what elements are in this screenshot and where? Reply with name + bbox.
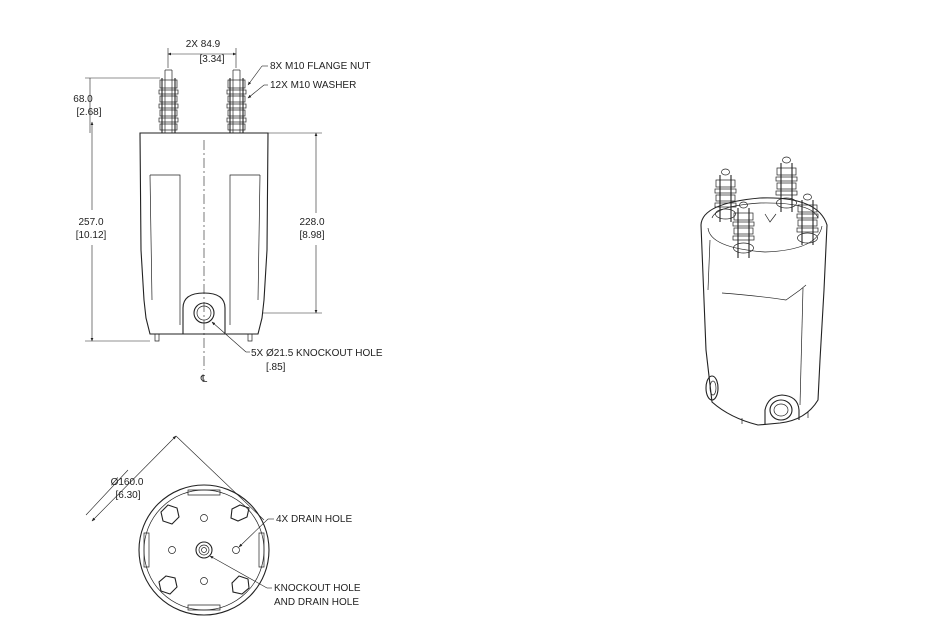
iso-side-knockout-outer bbox=[705, 375, 719, 401]
iso-front-knockout-outer bbox=[769, 399, 793, 421]
iso-body-outline bbox=[700, 197, 828, 426]
rim-tab-left bbox=[143, 532, 150, 568]
iso-top-rim bbox=[707, 225, 823, 253]
knockout-drain-line1: KNOCKOUT HOLE bbox=[274, 583, 361, 594]
bottom-view: Ø160.0 [6.30] 4X DRAIN HOLE KNOCKOUT HOL… bbox=[85, 435, 361, 616]
center-knockout-mid bbox=[198, 544, 210, 556]
center-knockout-inner bbox=[201, 547, 207, 553]
drain-callout: 4X DRAIN HOLE bbox=[238, 514, 352, 548]
drain-hole-bottom bbox=[200, 577, 208, 585]
iso-base-feet bbox=[741, 412, 809, 424]
iso-body-seam-left bbox=[707, 239, 711, 291]
nut-callout: 8X M10 FLANGE NUT bbox=[270, 61, 371, 72]
knockout-callout: 5X Ø21.5 KNOCKOUT HOLE [.85] bbox=[211, 321, 383, 373]
overall-height-text: 257.0 bbox=[78, 217, 103, 228]
hex-nut-bottom-right bbox=[231, 575, 250, 595]
housing-body-outline bbox=[139, 132, 269, 335]
knockout-drain-line2: AND DRAIN HOLE bbox=[274, 597, 359, 608]
hex-nut-bottom-left bbox=[158, 575, 178, 595]
centerline-symbol: ℄ bbox=[200, 374, 208, 385]
washer-callout: 12X M10 WASHER bbox=[270, 80, 356, 91]
iso-stud-front bbox=[732, 201, 755, 258]
knockout-drain-callout: KNOCKOUT HOLE AND DRAIN HOLE bbox=[209, 555, 361, 608]
overall-height-dimension: 257.0 [10.12] bbox=[76, 121, 150, 342]
body-height-inch: [8.98] bbox=[299, 230, 324, 241]
stud-height-text: 68.0 bbox=[73, 94, 93, 105]
base-inner-circle bbox=[143, 489, 265, 611]
spacing-dim-text: 2X 84.9 bbox=[186, 39, 221, 50]
hex-nut-top-right bbox=[230, 504, 250, 522]
drain-hole-left bbox=[168, 546, 176, 554]
nut-washer-callouts: 8X M10 FLANGE NUT 12X M10 WASHER bbox=[247, 61, 371, 99]
left-stud bbox=[158, 69, 179, 133]
front-view: ℄ 2X 84.9 [3.34] 8X M10 FLANGE NUT 12X M… bbox=[73, 39, 383, 385]
iso-side-knockout-inner bbox=[709, 380, 717, 396]
right-stud bbox=[226, 69, 247, 133]
housing-left-recess bbox=[149, 174, 181, 325]
iso-top-face bbox=[711, 202, 819, 219]
drain-hole-right bbox=[232, 546, 240, 554]
spacing-dimension: 2X 84.9 [3.34] bbox=[167, 39, 237, 68]
drain-callout-text: 4X DRAIN HOLE bbox=[276, 514, 352, 525]
housing-bottom-feet bbox=[154, 334, 253, 342]
spacing-dim-inch: [3.34] bbox=[199, 54, 224, 65]
stud-height-dimension: 68.0 [2.68] bbox=[73, 77, 160, 133]
center-knockout-outer bbox=[195, 541, 213, 559]
rim-tab-top bbox=[187, 489, 221, 496]
isometric-view bbox=[700, 156, 828, 426]
drain-hole-top bbox=[200, 514, 208, 522]
hex-nut-top-left bbox=[160, 504, 180, 525]
iso-body-seam bbox=[799, 287, 804, 406]
diameter-text: Ø160.0 bbox=[111, 477, 144, 488]
iso-top-slot bbox=[764, 213, 777, 223]
iso-stud-right bbox=[796, 193, 819, 245]
knockout-callout-inch: [.85] bbox=[266, 362, 286, 373]
body-height-text: 228.0 bbox=[299, 217, 324, 228]
iso-front-knockout-inner bbox=[773, 403, 789, 417]
overall-height-inch: [10.12] bbox=[76, 230, 107, 241]
iso-front-boss bbox=[764, 394, 800, 425]
housing-right-recess bbox=[229, 174, 261, 325]
knockout-callout-text: 5X Ø21.5 KNOCKOUT HOLE bbox=[251, 348, 383, 359]
rim-tab-right bbox=[258, 532, 265, 568]
iso-body-contour bbox=[721, 284, 807, 301]
iso-stud-left bbox=[714, 168, 737, 222]
body-height-dimension: 228.0 [8.98] bbox=[262, 132, 325, 314]
base-outer-circle bbox=[138, 484, 270, 616]
iso-stud-back bbox=[775, 156, 798, 212]
diameter-inch: [6.30] bbox=[115, 490, 140, 501]
diameter-dimension: Ø160.0 [6.30] bbox=[85, 435, 265, 522]
rim-tab-bottom bbox=[187, 604, 221, 611]
stud-height-inch: [2.68] bbox=[76, 107, 101, 118]
